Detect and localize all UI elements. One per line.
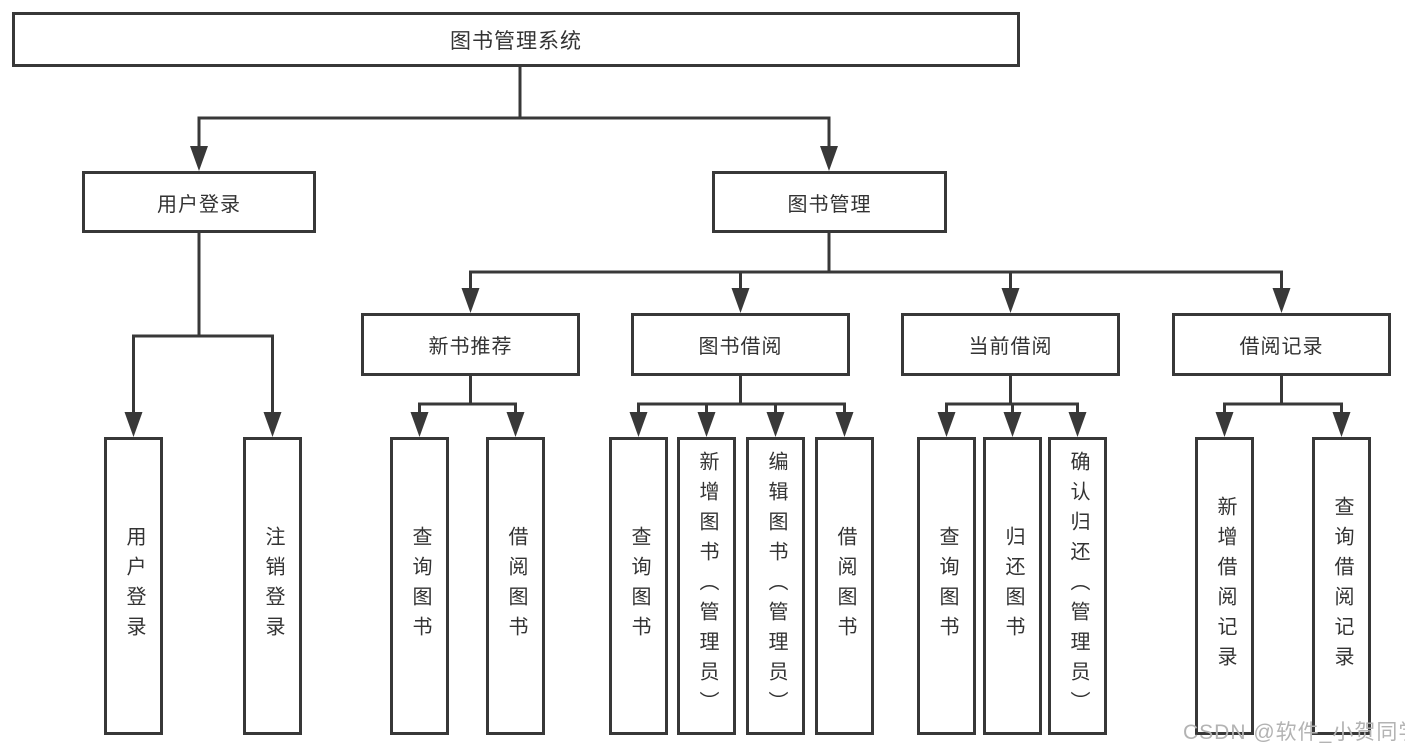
- node-user-login: 用户登录: [82, 171, 316, 233]
- node-leaf-query-books-borrow: 查询图书: [609, 437, 668, 735]
- node-book-borrowing: 图书借阅: [631, 313, 850, 376]
- node-new-book-recommendation: 新书推荐: [361, 313, 580, 376]
- node-leaf-add-books-admin: 新增图书（管理员）: [677, 437, 736, 735]
- node-leaf-confirm-return-admin: 确认归还（管理员）: [1048, 437, 1107, 735]
- node-leaf-query-borrow-record: 查询借阅记录: [1312, 437, 1371, 735]
- node-leaf-user-login: 用户登录: [104, 437, 163, 735]
- node-library-management-system: 图书管理系统: [12, 12, 1020, 67]
- node-book-management: 图书管理: [712, 171, 947, 233]
- node-leaf-return-books: 归还图书: [983, 437, 1042, 735]
- node-leaf-logout: 注销登录: [243, 437, 302, 735]
- node-leaf-edit-books-admin: 编辑图书（管理员）: [746, 437, 805, 735]
- node-leaf-add-borrow-record: 新增借阅记录: [1195, 437, 1254, 735]
- node-leaf-query-books-recommend: 查询图书: [390, 437, 449, 735]
- node-leaf-borrow-books-recommend: 借阅图书: [486, 437, 545, 735]
- watermark-text: CSDN @软件_小贺同学: [1183, 721, 1405, 744]
- node-current-borrowing: 当前借阅: [901, 313, 1120, 376]
- node-borrowing-records: 借阅记录: [1172, 313, 1391, 376]
- node-leaf-query-books-current: 查询图书: [917, 437, 976, 735]
- node-leaf-borrow-books: 借阅图书: [815, 437, 874, 735]
